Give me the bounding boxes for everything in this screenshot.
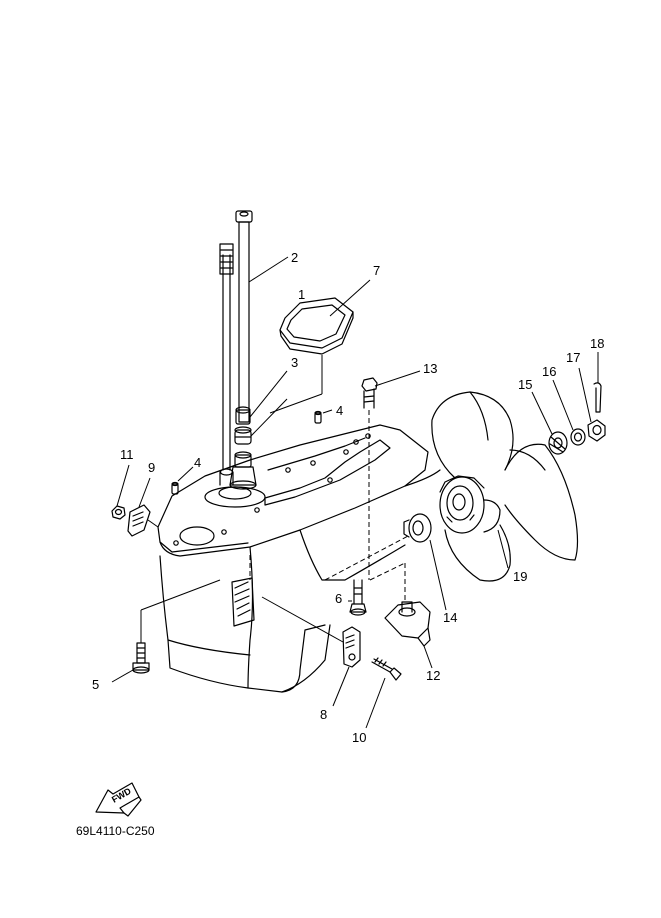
callout-4b: 4 [194,455,201,470]
callout-2: 2 [291,250,298,265]
anode-12 [384,601,431,647]
fwd-arrow-icon [95,782,142,817]
callout-13: 13 [423,361,437,376]
callout-4a: 4 [336,403,343,418]
callout-6: 6 [335,591,342,606]
screw-10 [371,657,402,681]
cotter-pin-18 [593,382,602,413]
callout-16: 16 [542,364,556,379]
nut-11 [111,505,126,520]
bolt-5 [132,642,150,674]
lower-casing [157,424,441,693]
callout-1: 1 [298,287,305,302]
callout-5: 5 [92,677,99,692]
callout-14: 14 [443,610,457,625]
drive-shaft-housing [229,451,257,490]
anode-8 [342,626,361,668]
bolt-13 [361,377,378,409]
bushing-1 [234,426,252,445]
dowel-pin-a [171,481,179,495]
callout-3: 3 [291,355,298,370]
callout-15: 15 [518,377,532,392]
bolt-6 [349,579,367,616]
propeller-19 [431,391,579,582]
anode-9 [127,504,151,537]
nut-17 [587,419,606,442]
gasket-7 [279,297,354,355]
callout-19: 19 [513,569,527,584]
callout-18: 18 [590,336,604,351]
washer-16 [570,428,586,446]
callout-7: 7 [373,263,380,278]
alignment-lines [249,410,411,602]
callouts: 1 2 3 4 4 5 6 7 8 9 10 11 12 13 14 15 16… [92,250,604,745]
spacer-14 [403,513,432,543]
leader-lines [111,256,599,729]
callout-8: 8 [320,707,327,722]
callout-17: 17 [566,350,580,365]
callout-11: 11 [120,447,134,462]
washer-15 [548,431,568,455]
callout-12: 12 [426,668,440,683]
callout-10: 10 [352,730,366,745]
diagram-code: 69L4110-C250 [76,824,155,838]
callout-9: 9 [148,460,155,475]
drive-shaft [219,210,253,486]
dowel-pin-b [314,410,322,424]
